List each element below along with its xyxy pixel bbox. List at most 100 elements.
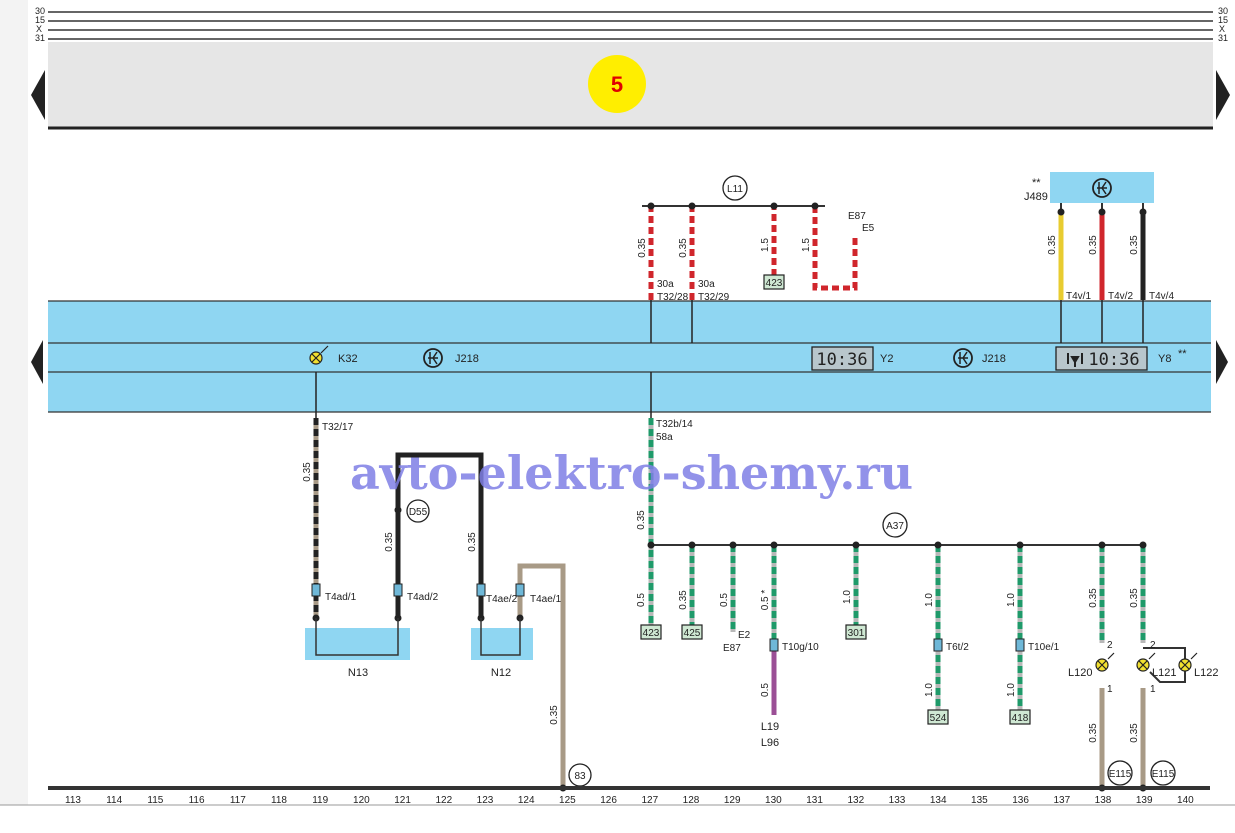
bulb-icon	[1095, 652, 1115, 672]
ground-point-83: 83	[568, 763, 592, 787]
reference-box[interactable]: 524	[927, 709, 949, 725]
component-y2-label: Y2	[880, 353, 893, 365]
svg-text:83: 83	[574, 771, 586, 782]
svg-text:E115: E115	[1109, 769, 1132, 780]
grid-number: 134	[930, 795, 947, 806]
band-lines	[48, 300, 1211, 413]
display-y2-time: 10:36	[816, 350, 867, 370]
grid-number: 135	[971, 795, 988, 806]
wire-gauge-label: 1.0	[924, 593, 935, 607]
page-number: 5	[611, 72, 623, 97]
grid-number: 119	[312, 795, 328, 806]
grid-number: 125	[559, 795, 576, 806]
reference-box[interactable]: 425	[681, 624, 703, 640]
svg-text:L11: L11	[727, 184, 743, 195]
wire-gauge-label: 0.5 *	[760, 590, 771, 611]
rail-label-30-right: 30	[1218, 6, 1228, 16]
connector-label: T4ad/2	[407, 592, 439, 603]
svg-text:E115: E115	[1152, 769, 1175, 780]
wire-gauge-label: 0.35	[549, 705, 560, 725]
lead	[1143, 647, 1186, 683]
next-page-arrow-icon[interactable]	[1216, 70, 1230, 120]
ground-point-e115: E115	[1150, 760, 1176, 786]
display-y8	[1055, 346, 1148, 371]
connector-label: 2	[1150, 640, 1156, 651]
reference-number: 524	[930, 713, 947, 724]
wire-gauge-label: 0.35	[636, 510, 647, 530]
grid-number: 121	[394, 795, 411, 806]
wire-gauge-label: 1.0	[842, 590, 853, 604]
reference-box[interactable]: 423	[763, 274, 785, 290]
grid-number: 114	[106, 795, 122, 806]
splice-dot	[647, 202, 655, 210]
wire-gauge-label: 0.35	[467, 532, 478, 552]
connector-label: T32/28	[657, 292, 689, 303]
gauge-icon	[423, 348, 443, 368]
svg-text:A37: A37	[886, 521, 904, 532]
wire-gauge-label: 0.5	[760, 683, 771, 697]
component-l120-label: L120	[1068, 667, 1092, 679]
connector-label: T6t/2	[946, 642, 969, 653]
grid-number: 120	[353, 795, 370, 806]
wire-gauge-label: 0.35	[1129, 588, 1140, 608]
component-n12-label: N12	[491, 667, 511, 679]
terminal-label: E87	[848, 211, 866, 222]
wire-gauge-label: 0.35	[1088, 235, 1099, 255]
prev-page-arrow-icon[interactable]	[31, 70, 45, 120]
wire-gauge-label: 0.35	[678, 590, 689, 610]
component-l96-label: L96	[761, 737, 779, 749]
splice-dot	[770, 541, 778, 549]
terminal-label: E87	[723, 643, 741, 654]
display-y8-time: 10:36	[1088, 350, 1139, 370]
ground-point-e115: E115	[1107, 760, 1133, 786]
splice-dot	[647, 541, 655, 549]
connector-label: 2	[1107, 640, 1113, 651]
left-margin	[0, 0, 28, 805]
grid-number: 140	[1177, 795, 1194, 806]
splice-dot	[852, 541, 860, 549]
grid-number: 139	[1136, 795, 1153, 806]
bulb-icon	[1136, 652, 1156, 672]
grid-number: 123	[477, 795, 494, 806]
connector-label: T4v/4	[1149, 291, 1174, 302]
connector-label: 30a	[698, 279, 715, 290]
wire-gauge-label: 0.35	[302, 462, 313, 482]
splice-dot	[729, 541, 737, 549]
grid-number: 131	[806, 795, 823, 806]
splice-dot	[770, 202, 778, 210]
wire-gauge-label: 1.0	[1006, 593, 1017, 607]
grid-number: 136	[1012, 795, 1029, 806]
band-right-arrow-icon[interactable]	[1216, 340, 1228, 384]
component-j489-label: J489	[1024, 191, 1048, 203]
component-j218-label: J218	[982, 353, 1006, 365]
svg-text:D55: D55	[409, 507, 428, 518]
component-y8-label: Y8	[1158, 353, 1171, 365]
connector-icon	[1015, 638, 1025, 652]
wire-gauge-label: 1.0	[924, 683, 935, 697]
grid-number: 132	[847, 795, 864, 806]
connector-icon	[515, 583, 525, 597]
grid-number: 127	[641, 795, 658, 806]
splice-dot	[1139, 208, 1147, 216]
reference-box[interactable]: 418	[1009, 709, 1031, 725]
junction-d55: D55	[406, 499, 430, 523]
splice-dot	[1057, 208, 1065, 216]
reference-box[interactable]: 423	[640, 624, 662, 640]
instrument-cluster-band	[48, 301, 1211, 412]
gauge-icon	[953, 348, 973, 368]
component-l122-label: L122	[1194, 667, 1218, 679]
wire-gauge-label: 0.35	[1129, 723, 1140, 743]
wire-gauge-label: 0.5	[636, 593, 647, 607]
terminal-label: E2	[738, 630, 751, 641]
reference-box[interactable]: 301	[845, 624, 867, 640]
grid-number: 124	[518, 795, 535, 806]
splice-dot	[1098, 208, 1106, 216]
connector-label: 58a	[656, 432, 673, 443]
grid-number: 130	[765, 795, 782, 806]
band-left-arrow-icon[interactable]	[31, 340, 43, 384]
component-j489-note: **	[1032, 177, 1041, 189]
wire-gauge-label: 0.35	[1088, 723, 1099, 743]
gauge-icon	[1092, 178, 1112, 198]
connector-label: 1	[1107, 684, 1113, 695]
